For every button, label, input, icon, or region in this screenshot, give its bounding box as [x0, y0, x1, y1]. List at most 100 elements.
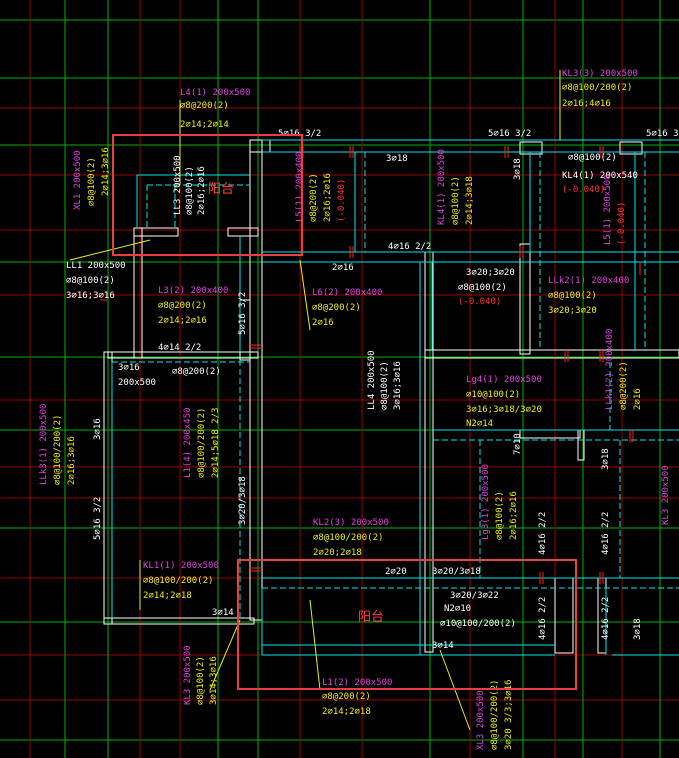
dim-top-c: 5⌀16 3/2 — [646, 129, 679, 139]
beam-rebar-21-a: ⌀8@100/200(2) — [490, 680, 500, 750]
beam-rebar-17-b: 3⌀16;3⌀16 — [393, 361, 403, 410]
beam-rebar-15-a: ⌀8@100/200(2) — [53, 415, 63, 485]
beam-label-15: LLk3(1) 200x500 — [39, 404, 49, 485]
beam-label-22: L5(1) 200x500 — [603, 175, 613, 245]
beam-rebar-23-a: ⌀8@200(2) — [619, 361, 629, 410]
beam-rebar-3-a: ⌀8@100(2) — [185, 166, 195, 215]
beam-rebar-5-a: ⌀8@100(2) — [451, 176, 461, 225]
dim-stirrup-note: ⌀10@100/200(2) — [440, 619, 516, 629]
beam-label-5: KL4(1) 200x500 — [437, 149, 447, 225]
beam-rebar-16-a: ⌀10@100(2) — [466, 390, 520, 400]
beam-rebar-9-a: ⌀8@200(2) — [312, 303, 361, 313]
dim-200x500: 200x500 — [118, 378, 156, 388]
beam-rebar-11-a: ⌀8@100/200(2) — [143, 576, 213, 586]
dim-left-b: 3⌀16 — [118, 363, 140, 373]
beam-label-13: L1(2) 200x500 — [322, 678, 392, 688]
beam-rebar-2-a: ⌀8@100(2) — [87, 157, 97, 206]
beam-rebar-19-b: 2⌀16;2⌀16 — [509, 491, 519, 540]
balcony-box-bottom — [237, 559, 577, 690]
beam-rebar-18-b: 2⌀14;5⌀18 2/3 — [211, 408, 221, 478]
dim-bot-c: 3⌀14 — [432, 641, 454, 651]
dim-mid-c: 2⌀16 — [332, 263, 354, 273]
beam-rebar-2-b: 2⌀14;3⌀16 — [101, 147, 111, 196]
beam-rebar-4-c: (-0.040) — [337, 179, 347, 222]
beam-rebar-14-b: 3⌀14;3⌀16 — [209, 656, 219, 705]
beam-rebar-5-b: 2⌀14;3⌀18 — [465, 176, 475, 225]
beam-rebar-0-b: 2⌀14;2⌀14 — [180, 120, 229, 130]
dim-mid-b: 3⌀18 — [386, 154, 408, 164]
beam-label-0: L4(1) 200x500 — [180, 88, 250, 98]
highlight-boxes — [112, 134, 577, 690]
beam-label-9: L6(2) 200x400 — [312, 288, 382, 298]
beam-rebar-23-b: 2⌀16 — [633, 388, 643, 410]
beam-rebar-1-a: ⌀8@100/200(2) — [562, 83, 632, 93]
beam-label-16: Lg4(1) 200x500 — [466, 375, 542, 385]
dim-left-a: 4⌀14 2/2 — [158, 343, 201, 353]
beam-rebar-11-b: 2⌀14;2⌀18 — [143, 591, 192, 601]
beam-label-6: KL4(1) 200x540 — [562, 171, 638, 181]
beam-label-14: KL3 200x500 — [183, 645, 193, 705]
beam-label-18: L1(4) 200x450 — [183, 408, 193, 478]
dim-stirrup-6: ⌀8@200(2) — [172, 367, 221, 377]
dim-vert-a: 5⌀16 3/2 — [238, 292, 248, 335]
beam-label-7: LL1 200x500 — [66, 261, 126, 271]
dim-vert-i: 3⌀18 — [633, 618, 643, 640]
dim-bottom-note: 3⌀20/3⌀22 — [450, 591, 499, 601]
beam-rebar-8-b: 2⌀14;2⌀16 — [158, 316, 207, 326]
beam-label-10: LLk2(1) 200x400 — [548, 276, 629, 286]
beam-rebar-17-a: ⌀8@100(2) — [380, 361, 390, 410]
beam-label-12: KL2(3) 200x500 — [313, 518, 389, 528]
dim-vert-d: 4⌀16 2/2 — [601, 512, 611, 555]
dim-lg4-c: (-0.040) — [458, 297, 501, 307]
beam-rebar-13-a: ⌀8@200(2) — [322, 692, 371, 702]
balcony-label-top: 阳台 — [208, 182, 234, 197]
dim-kl4-stirrup: ⌀8@100(2) — [568, 153, 617, 163]
beam-rebar-12-a: ⌀8@100/200(2) — [313, 533, 383, 543]
beam-label-21: XL3 200x500 — [476, 690, 486, 750]
dim-vert-j: 3⌀18 — [601, 448, 611, 470]
beam-rebar-1-b: 2⌀16;4⌀16 — [562, 99, 611, 109]
beam-rebar-16-c: N2⌀14 — [466, 419, 493, 429]
dim-vert-k: 3⌀18 — [513, 158, 523, 180]
dim-bot-d: 3⌀14 — [212, 608, 234, 618]
beam-rebar-6-a: (-0.040) — [562, 185, 605, 195]
dim-mid-a: 4⌀16 2/2 — [388, 242, 431, 252]
beam-rebar-14-a: ⌀8@100(2) — [196, 656, 206, 705]
beam-rebar-15-b: 2⌀16;3⌀16 — [67, 436, 77, 485]
beam-rebar-9-b: 2⌀16 — [312, 318, 334, 328]
beam-label-3: LL3 200x500 — [173, 155, 183, 215]
beam-label-8: L3(2) 200x400 — [158, 286, 228, 296]
beam-label-4: L5(1) 200x400 — [295, 152, 305, 222]
beam-label-17: LL4 200x500 — [367, 350, 377, 410]
dim-vert-h: 5⌀16 3/2 — [93, 497, 103, 540]
beam-label-23: LLk1(2) 200x400 — [605, 329, 615, 410]
balcony-box-top — [112, 134, 303, 256]
beam-rebar-7-b: 3⌀16;3⌀16 — [66, 291, 115, 301]
dim-vert-c: 4⌀16 2/2 — [538, 512, 548, 555]
dim-vert-g: 3⌀16 — [93, 418, 103, 440]
beam-label-2: XL1 200x500 — [73, 150, 83, 210]
beam-rebar-10-b: 3⌀20;3⌀20 — [548, 306, 597, 316]
beam-rebar-8-a: ⌀8@200(2) — [158, 301, 207, 311]
balcony-label-bottom: 阳台 — [358, 610, 384, 625]
dim-top-b: 5⌀16 3/2 — [488, 129, 531, 139]
beam-label-1: KL3(3) 200x500 — [562, 69, 638, 79]
beam-rebar-3-b: 2⌀16;2⌀16 — [197, 166, 207, 215]
beam-rebar-4-b: 2⌀16;2⌀16 — [323, 173, 333, 222]
dim-n-note: N2⌀10 — [444, 604, 471, 614]
beam-rebar-4-a: ⌀8@200(2) — [309, 173, 319, 222]
beam-labels: L4(1) 200x500 ⌀8@200(2) 2⌀14;2⌀14 KL3(3)… — [39, 69, 671, 750]
beam-rebar-22-a: (-0.040) — [617, 202, 627, 245]
beam-rebar-10-a: ⌀8@100(2) — [548, 291, 597, 301]
dim-vert-e: 4⌀16 2/2 — [538, 597, 548, 640]
beam-rebar-13-b: 2⌀14;2⌀18 — [322, 707, 371, 717]
beam-rebar-7-a: ⌀8@100(2) — [66, 276, 115, 286]
dim-bot-a: 2⌀20 — [385, 567, 407, 577]
dim-vert-f: 4⌀16 2/2 — [601, 597, 611, 640]
beam-label-11: KL1(1) 200x500 — [143, 561, 219, 571]
rebar-ticks — [100, 146, 641, 584]
dim-lg4-b: ⌀8@100(2) — [458, 283, 507, 293]
beam-rebar-0-a: ⌀8@200(2) — [180, 101, 229, 111]
dim-bot-b: 3⌀20/3⌀18 — [432, 567, 481, 577]
